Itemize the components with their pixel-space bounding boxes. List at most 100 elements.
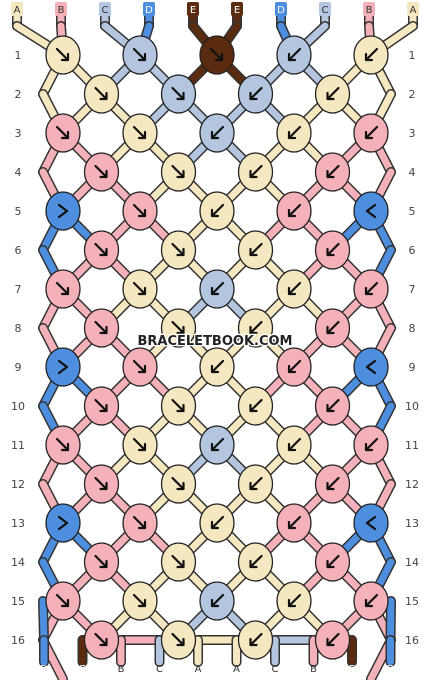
- row-number-left: 16: [11, 634, 25, 647]
- knot-direction-arrow-icon: [364, 281, 379, 296]
- knot: [353, 113, 389, 153]
- knot-direction-arrow-icon: [287, 125, 302, 140]
- top-strand-label: E: [190, 5, 196, 16]
- knot-direction-arrow-icon: [171, 320, 185, 335]
- knot-body: [353, 191, 389, 231]
- row-number-left: 7: [15, 283, 22, 296]
- row-number-right: 15: [405, 595, 419, 608]
- knot: [160, 464, 197, 504]
- knot: [45, 191, 81, 231]
- top-strand-label: E: [234, 5, 240, 16]
- knot-direction-arrow-icon: [132, 515, 147, 530]
- knot-direction-arrow-icon: [55, 47, 70, 62]
- top-strand-label: B: [366, 5, 373, 16]
- knot-body: [45, 503, 81, 543]
- top-strand-label-bg: [363, 2, 375, 16]
- row-number-right: 13: [405, 517, 419, 530]
- knot-direction-arrow-icon: [249, 632, 263, 647]
- knot: [314, 308, 351, 348]
- knot: [83, 464, 120, 504]
- knot-direction-arrow-icon: [57, 515, 69, 531]
- bottom-strand-exit: [39, 597, 48, 644]
- row-number-left: 6: [15, 244, 22, 257]
- knot: [45, 503, 81, 543]
- knot: [122, 581, 158, 621]
- row-number-right: 7: [409, 283, 416, 296]
- knot: [314, 230, 351, 270]
- knot: [276, 191, 312, 231]
- bottom-strand-label: C: [272, 664, 279, 675]
- top-strand-label-bg: [187, 2, 199, 16]
- knot-direction-arrow-icon: [287, 47, 302, 62]
- bottom-strand-label: B: [310, 664, 317, 675]
- knot-direction-arrow-icon: [326, 164, 340, 179]
- row-number-right: 8: [409, 322, 416, 335]
- knot: [83, 542, 120, 582]
- knot: [199, 113, 235, 153]
- row-number-left: 14: [11, 556, 25, 569]
- knot: [314, 620, 351, 660]
- knot-direction-arrow-icon: [364, 125, 379, 140]
- knot-body: [45, 191, 81, 231]
- knot-direction-arrow-icon: [249, 86, 263, 101]
- row-number-right: 5: [409, 205, 416, 218]
- knot: [160, 308, 197, 348]
- knot: [160, 386, 197, 426]
- top-strand-label-bg: [319, 2, 331, 16]
- knot: [199, 347, 235, 387]
- knot-direction-arrow-icon: [249, 476, 263, 491]
- knot: [314, 152, 351, 192]
- knot-direction-arrow-icon: [94, 632, 108, 647]
- knot-direction-arrow-icon: [171, 86, 185, 101]
- knot: [276, 581, 312, 621]
- knot-direction-arrow-icon: [326, 86, 340, 101]
- knot-direction-arrow-icon: [326, 632, 340, 647]
- knot-direction-arrow-icon: [365, 515, 377, 531]
- knot-direction-arrow-icon: [94, 554, 108, 569]
- knot-direction-arrow-icon: [210, 125, 225, 140]
- knot-body: [353, 503, 389, 543]
- row-number-left: 15: [11, 595, 25, 608]
- knot: [276, 35, 312, 75]
- knot: [45, 581, 81, 621]
- knot: [160, 620, 197, 660]
- knot-direction-arrow-icon: [365, 203, 377, 219]
- knot-direction-arrow-icon: [326, 554, 340, 569]
- knot: [122, 113, 158, 153]
- knot-direction-arrow-icon: [210, 515, 225, 530]
- knot: [160, 74, 197, 114]
- knot: [83, 620, 120, 660]
- knot: [353, 425, 389, 465]
- bottom-strand-label: A: [195, 664, 202, 675]
- bottom-strand-label: B: [118, 664, 125, 675]
- knot: [45, 347, 81, 387]
- knot: [83, 386, 120, 426]
- knot: [199, 581, 235, 621]
- knot-direction-arrow-icon: [249, 554, 263, 569]
- row-number-left: 3: [15, 127, 22, 140]
- knot-direction-arrow-icon: [132, 281, 147, 296]
- top-strand-label: D: [277, 5, 285, 16]
- knot-direction-arrow-icon: [55, 437, 70, 452]
- knot: [199, 503, 235, 543]
- knot-direction-arrow-icon: [326, 320, 340, 335]
- knot: [353, 503, 389, 543]
- knot: [160, 230, 197, 270]
- row-number-left: 9: [15, 361, 22, 374]
- knot: [160, 542, 197, 582]
- knot: [83, 74, 120, 114]
- knot: [353, 35, 389, 75]
- knot: [237, 386, 274, 426]
- top-strand-label-bg: [11, 2, 23, 16]
- knot-direction-arrow-icon: [171, 398, 185, 413]
- knot-direction-arrow-icon: [364, 593, 379, 608]
- row-number-right: 1: [409, 49, 416, 62]
- row-number-left: 12: [11, 478, 25, 491]
- row-number-left: 11: [11, 439, 25, 452]
- bottom-strand-label: E: [349, 664, 355, 675]
- bottom-strand-label: D: [40, 664, 48, 675]
- top-strand-label-bg: [275, 2, 287, 16]
- knot-direction-arrow-icon: [249, 164, 263, 179]
- knot: [199, 269, 235, 309]
- knot-direction-arrow-icon: [287, 281, 302, 296]
